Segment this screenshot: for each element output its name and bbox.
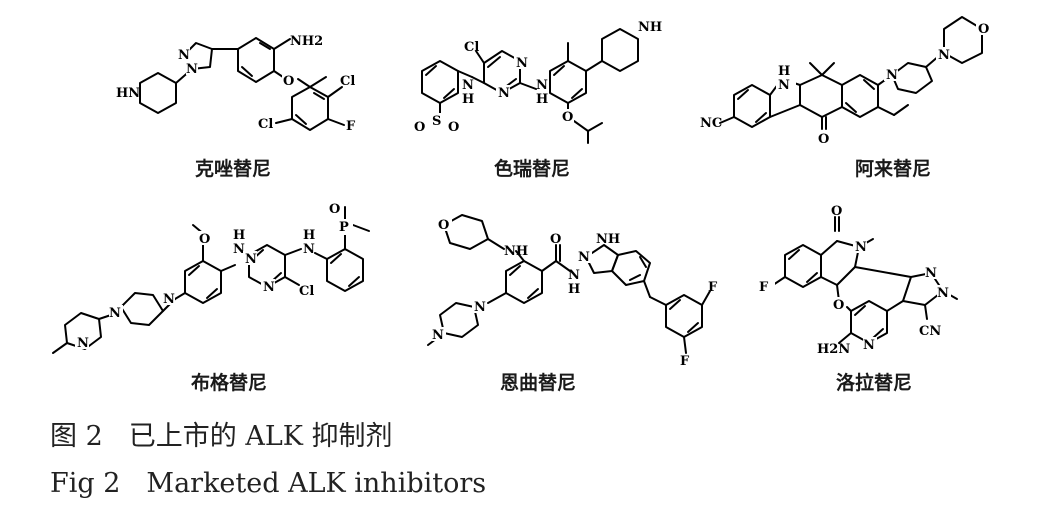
atom-label: N [536,78,548,93]
entrectinib-structure: O NH O N H N NH N N F F [410,195,740,369]
atom-label: N [886,68,898,83]
atom-label: NH [638,20,662,35]
atom-label: O [283,74,294,89]
atom-label: HN [116,86,140,101]
atom-label: N [938,48,950,63]
drug-name-brigatinib: 布格替尼 [191,372,268,394]
atom-label: N [245,252,257,267]
figure-caption-en: Fig 2 Marketed ALK inhibitors [50,468,486,499]
atom-label: N [77,336,89,351]
crizotinib-structure: HN N N NH2 O Cl F Cl [100,5,400,145]
atom-label: F [708,280,718,295]
atom-label: O [550,232,561,247]
atom-label: NH2 [290,34,323,49]
atom-label: N [163,292,175,307]
atom-label: CN [919,324,941,339]
atom-label: O [199,232,210,247]
atom-label: NH [504,244,528,259]
atom-label: O [818,132,829,147]
drug-name-lorlatinib: 洛拉替尼 [836,372,913,394]
atom-label: H [462,92,474,107]
atom-label: N [568,268,580,283]
atom-label: O [831,204,842,219]
atom-label: N [462,78,474,93]
atom-label: N [925,266,937,281]
atom-label: O [833,298,844,313]
atom-label: N [178,48,190,63]
figure-panel: HN N N NH2 O Cl F Cl 克唑替尼 [45,5,1030,394]
atom-label: F [759,280,769,295]
atom-label: H [536,92,548,107]
atom-label: H [778,64,790,79]
alectinib-structure: H N NC O N N O [700,5,1030,147]
figure-title-en: Marketed ALK inhibitors [146,468,487,499]
atom-label: N [233,242,245,257]
atom-label: O [414,120,425,135]
atom-label: N [474,300,486,315]
atom-label: NH [596,232,620,247]
atom-label: O [329,202,340,217]
atom-label: O [562,110,573,125]
atom-label: N [303,242,315,257]
figure-number-en: Fig 2 [50,468,121,499]
atom-label: N [937,286,949,301]
atom-label: N [432,328,444,343]
drug-name-crizotinib: 克唑替尼 [195,158,272,180]
atom-label: N [578,250,590,265]
brigatinib-structure: N N N O H N N N Cl H N P O [45,195,385,365]
atom-label: H2N [817,342,850,357]
atom-label: N [263,280,275,295]
atom-label: O [438,218,449,233]
atom-label: N [863,338,875,353]
figure-number-cn: 图 2 [50,421,103,452]
drug-name-ceritinib: 色瑞替尼 [494,158,571,180]
atom-label: F [346,119,356,134]
drug-name-entrectinib: 恩曲替尼 [500,372,577,394]
atom-label: O [448,120,459,135]
figure-caption-cn: 图 2 已上市的 ALK 抑制剂 [50,414,393,453]
atom-label: H [303,228,315,243]
drug-name-alectinib: 阿来替尼 [855,158,932,180]
figure-title-cn: 已上市的 ALK 抑制剂 [128,421,393,452]
atom-label: N [855,240,867,255]
atom-label: N [109,306,121,321]
atom-label: O [978,22,989,37]
atom-label: N [778,78,790,93]
atom-label: N [516,56,528,71]
atom-label: N [498,86,510,101]
atom-label: F [680,354,690,369]
ceritinib-structure: O S O Cl N N N H N H O NH [400,5,700,145]
atom-label: N [186,62,198,77]
atom-label: Cl [464,40,479,55]
atom-label: S [432,114,441,129]
atom-label: Cl [299,284,314,299]
atom-label: H [233,228,245,243]
lorlatinib-structure: F O N O H2N N N N CN [755,195,1015,365]
atom-label: P [339,220,349,235]
atom-label: Cl [340,74,355,89]
atom-label: Cl [258,117,273,132]
atom-label: H [568,282,580,297]
atom-label: NC [700,116,722,131]
